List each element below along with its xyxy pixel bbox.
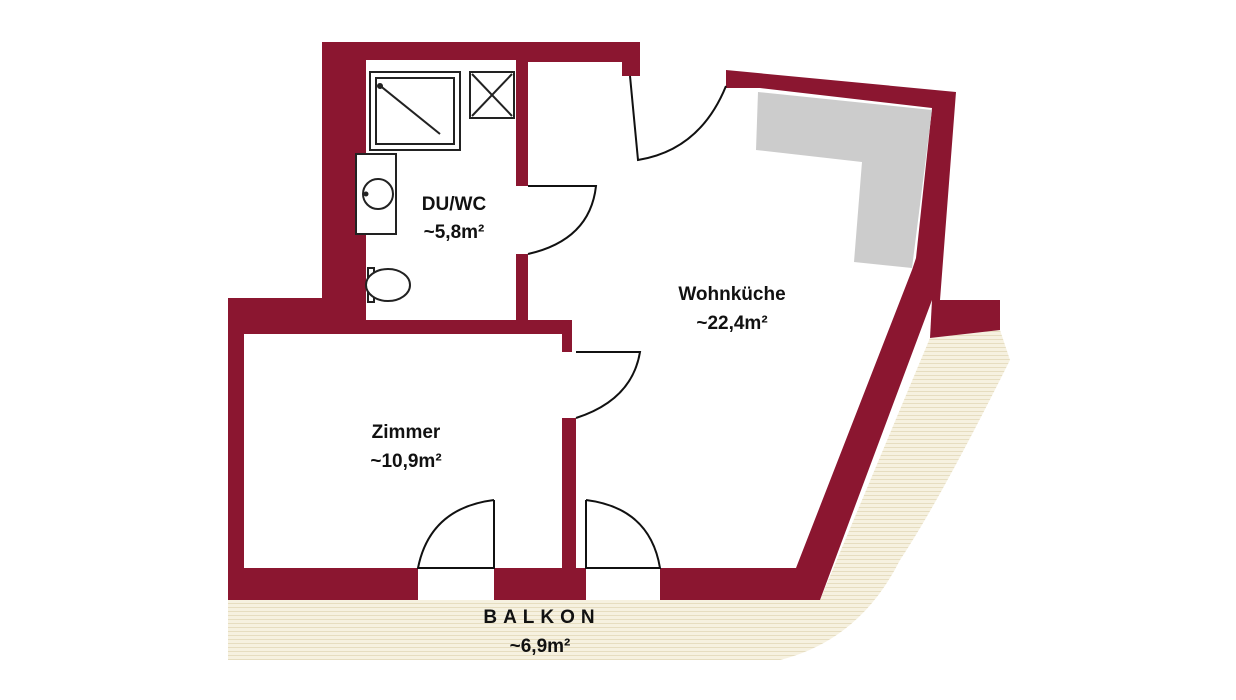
balcony-area: ~6,9m²	[510, 636, 571, 657]
shower-tray	[369, 71, 461, 151]
bath-name: DU/WC	[422, 194, 487, 215]
entrance-door[interactable]	[629, 75, 727, 162]
zimmer-area: ~10,9m²	[370, 451, 441, 472]
shaft-icon	[469, 71, 515, 119]
toilet	[365, 267, 411, 303]
washbasin	[355, 153, 397, 235]
zimmer-door[interactable]	[575, 351, 642, 419]
zimmer-balcony-door[interactable]	[416, 499, 495, 569]
living-kitchen-name: Wohnküche	[678, 284, 785, 305]
balcony-area	[228, 330, 1010, 660]
bath-area: ~5,8m²	[424, 222, 485, 243]
kitchen-balcony-door[interactable]	[585, 499, 662, 569]
balcony-name: BALKON	[483, 607, 600, 628]
walls	[228, 42, 1000, 600]
living-kitchen-area: ~22,4m²	[696, 313, 767, 334]
zimmer-name: Zimmer	[372, 422, 441, 443]
bath-door[interactable]	[527, 185, 598, 255]
kitchen-counter	[756, 92, 932, 268]
